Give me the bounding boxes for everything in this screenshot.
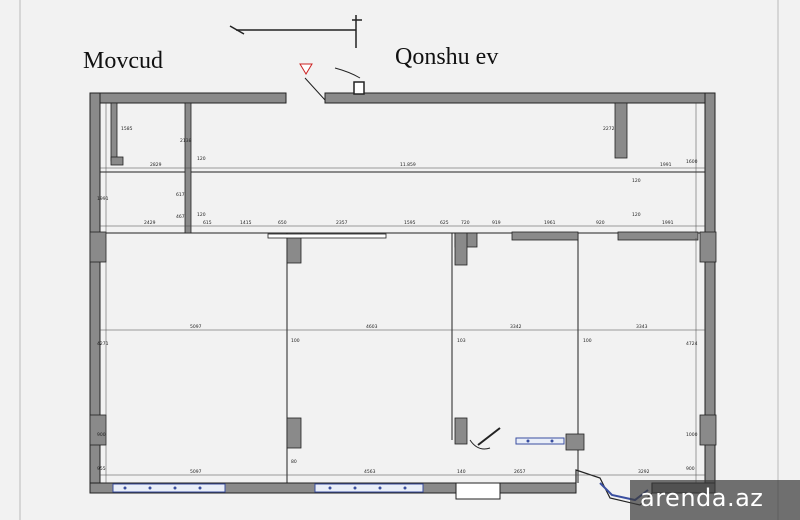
svg-text:4724: 4724 — [686, 341, 698, 347]
svg-text:2272: 2272 — [603, 126, 615, 132]
window-bay — [515, 437, 565, 445]
wall-stub-right — [617, 231, 699, 241]
pillar-kitchen-side — [454, 232, 468, 266]
svg-text:100: 100 — [291, 338, 300, 344]
door-entrance-leaf — [304, 77, 326, 101]
label-neighbor-house: Qonshu ev — [395, 44, 499, 70]
pillar-kitchen-bottom — [454, 417, 468, 445]
label-existing: Movcud — [83, 48, 163, 74]
svg-text:1991: 1991 — [97, 196, 109, 202]
svg-text:103: 103 — [457, 338, 466, 344]
svg-text:2429: 2429 — [144, 220, 156, 226]
svg-text:2657: 2657 — [514, 469, 526, 475]
svg-text:3342: 3342 — [510, 324, 522, 330]
pillar-mid-top — [286, 232, 302, 264]
svg-text:1991: 1991 — [660, 162, 672, 168]
window-bottom-2 — [314, 483, 424, 493]
door-entrance-arc — [334, 67, 361, 79]
svg-text:3292: 3292 — [638, 469, 650, 475]
interior-wall-blocks — [89, 102, 717, 451]
watermark-text: arenda.az — [640, 484, 764, 512]
block-top-left — [110, 102, 118, 162]
counter-top — [511, 231, 579, 241]
block-top-right — [614, 102, 628, 159]
plumbing-top — [229, 15, 365, 95]
interior-walls — [100, 171, 705, 483]
svg-text:2829: 2829 — [150, 162, 162, 168]
svg-text:4563: 4563 — [364, 469, 376, 475]
svg-text:1991: 1991 — [662, 220, 674, 226]
pillar-mid-bottom — [286, 417, 302, 449]
svg-text:2357: 2357 — [336, 220, 348, 226]
svg-text:120: 120 — [632, 212, 641, 218]
balcony-stub — [455, 482, 501, 500]
wall-top-left — [89, 92, 287, 104]
svg-text:1585: 1585 — [121, 126, 133, 132]
pillar-left-top — [89, 231, 107, 263]
svg-text:80: 80 — [291, 459, 297, 465]
entrance-marker — [299, 63, 313, 75]
door-kitchen-arc — [469, 439, 491, 450]
svg-text:1000: 1000 — [686, 432, 698, 438]
svg-text:615: 615 — [203, 220, 212, 226]
sliding-partition — [267, 233, 387, 239]
svg-text:900: 900 — [97, 432, 106, 438]
svg-text:955: 955 — [97, 466, 106, 472]
svg-text:1600: 1600 — [686, 159, 698, 165]
watermark-badge: arenda.az — [630, 480, 800, 520]
svg-text:617: 617 — [176, 192, 185, 198]
svg-text:919: 919 — [492, 220, 501, 226]
svg-text:625: 625 — [440, 220, 449, 226]
svg-text:4603: 4603 — [366, 324, 378, 330]
svg-text:5097: 5097 — [190, 324, 202, 330]
svg-text:140: 140 — [457, 469, 466, 475]
svg-text:120: 120 — [632, 178, 641, 184]
svg-text:1595: 1595 — [404, 220, 416, 226]
door-kitchen-leaf — [477, 427, 501, 446]
window-dots — [123, 439, 554, 490]
windows-bottom — [112, 437, 565, 493]
pillar-bay — [565, 433, 585, 451]
svg-text:900: 900 — [686, 466, 695, 472]
svg-text:720: 720 — [461, 220, 470, 226]
svg-text:1961: 1961 — [544, 220, 556, 226]
svg-text:11.859: 11.859 — [400, 162, 416, 168]
dimension-lines — [100, 103, 705, 483]
wall-top-right — [324, 92, 716, 104]
svg-text:3343: 3343 — [636, 324, 648, 330]
wall-bottom-mid — [499, 482, 577, 494]
svg-text:467: 467 — [176, 214, 185, 220]
doors — [299, 63, 501, 450]
dimension-texts: 2829 11.859 1991 1585 2138 2272 1600 120… — [97, 126, 698, 475]
svg-text:120: 120 — [197, 156, 206, 162]
svg-text:5097: 5097 — [190, 469, 202, 475]
svg-text:100: 100 — [583, 338, 592, 344]
pillar-right-top — [699, 231, 717, 263]
svg-text:2138: 2138 — [180, 138, 192, 144]
window-bottom-1 — [112, 483, 226, 493]
block-top-left-foot — [110, 156, 124, 166]
svg-text:120: 120 — [197, 212, 206, 218]
svg-text:920: 920 — [596, 220, 605, 226]
pillar-right-bottom — [699, 414, 717, 446]
svg-text:4271: 4271 — [97, 341, 109, 347]
svg-text:1415: 1415 — [240, 220, 252, 226]
svg-text:650: 650 — [278, 220, 287, 226]
pillar-left-bottom — [89, 414, 107, 446]
